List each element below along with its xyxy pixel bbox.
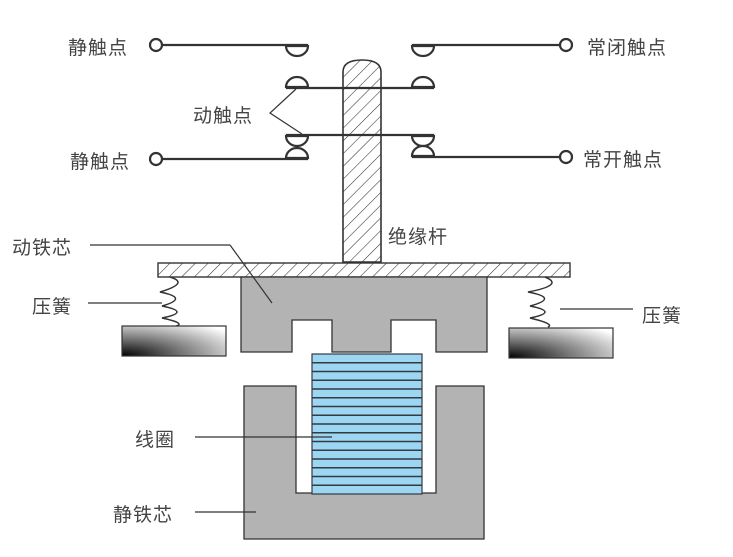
moving-core-leader-diag [229,244,273,304]
label-static-contact-bottom: 静触点 [70,151,131,173]
label-moving-contact: 动触点 [193,105,254,127]
label-spring-right: 压簧 [642,305,683,327]
nc-contact-top-right [410,37,574,58]
label-static-core: 静铁芯 [113,504,174,526]
spring-base-left [121,325,227,357]
no-contact-bottom-right [410,144,574,165]
coil [311,353,423,495]
label-no-contact: 常开触点 [583,149,664,171]
static-contact-top-left [148,37,310,58]
label-insulating-rod: 绝缘杆 [388,226,449,248]
spring-right [527,276,553,328]
static-iron-core [243,385,485,540]
label-nc-contact: 常闭触点 [587,37,668,59]
static-contact-bottom-left [148,146,310,167]
moving-contact-bar-upper [284,75,436,90]
moving-contact-bar-lower [284,133,436,148]
spring-base-right [508,327,614,359]
moving-contact-leader [269,88,303,135]
spring-left [159,276,180,328]
label-coil: 线圈 [135,429,176,451]
armature-plate [157,262,571,278]
label-spring-left: 压簧 [32,296,73,318]
label-moving-core: 动铁芯 [12,237,73,259]
label-static-contact-top: 静触点 [68,37,129,59]
moving-iron-core [240,276,488,353]
insulating-rod [342,59,382,263]
